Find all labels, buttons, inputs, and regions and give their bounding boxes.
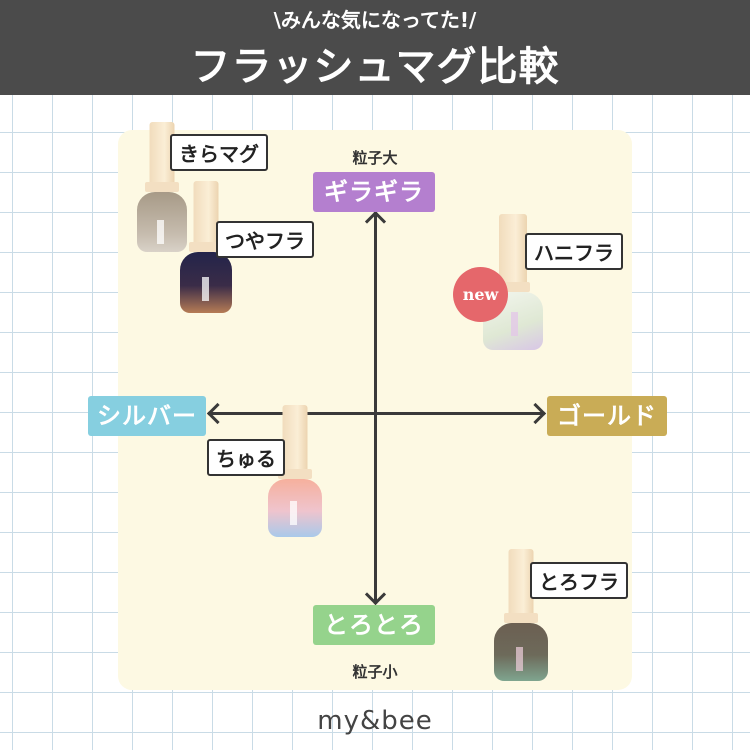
bottle-tsuyafura [180, 181, 232, 313]
header-subtitle: \みんな気になってた!/ [273, 8, 477, 32]
page-title: フラッシュマグ比較 [190, 44, 560, 90]
axis-left-label: シルバー [88, 396, 206, 436]
bottle-hanifura [483, 214, 543, 350]
new-badge: new [453, 267, 508, 322]
bottle-torofura [494, 549, 548, 681]
brand-logo: my&bee [317, 706, 433, 736]
axis-bottom-label: とろとろ [313, 605, 435, 645]
label-torofura: とろフラ [530, 562, 628, 599]
axis-top-label: ギラギラ [313, 172, 435, 212]
vertical-axis [374, 212, 377, 602]
label-kiramag: きらマグ [170, 134, 268, 171]
header-banner: \みんな気になってた!/ フラッシュマグ比較 [0, 0, 750, 95]
label-hanifura: ハニフラ [525, 233, 623, 270]
bottle-churu [268, 405, 322, 537]
label-churu: ちゅる [207, 439, 285, 476]
label-tsuyafura: つやフラ [216, 221, 314, 258]
horizontal-axis [208, 412, 544, 415]
axis-right-label: ゴールド [547, 396, 667, 436]
axis-bottom-note: 粒子小 [352, 663, 398, 681]
axis-top-note: 粒子大 [352, 149, 398, 167]
